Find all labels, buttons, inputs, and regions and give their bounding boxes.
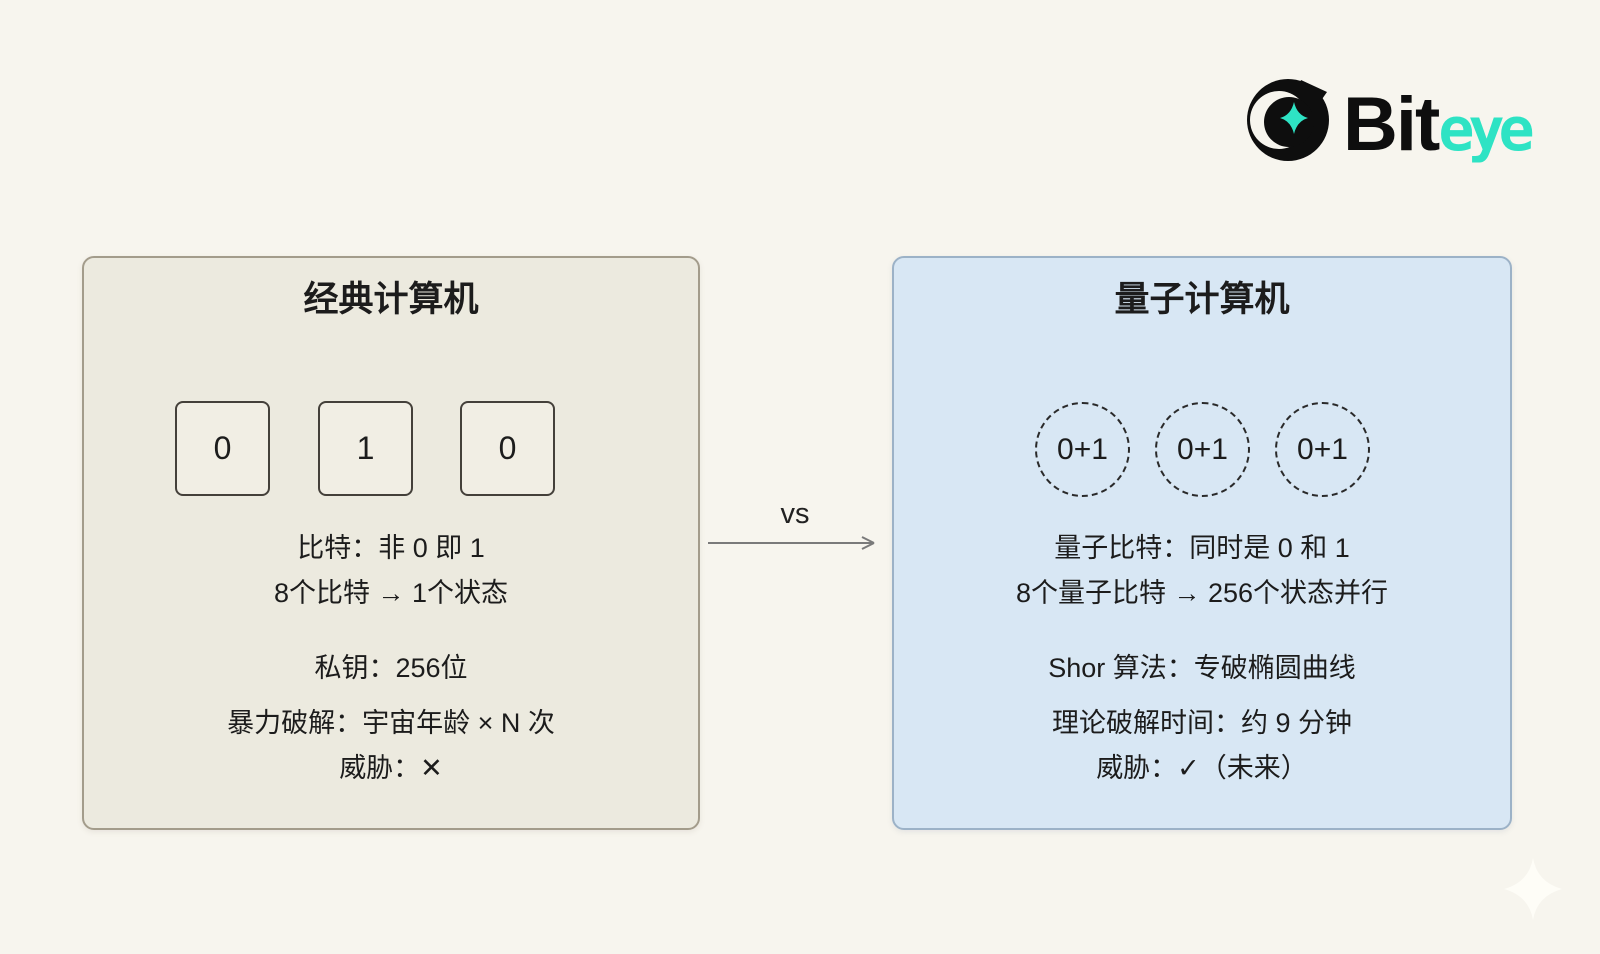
qubit-circle-1: 0+1 — [1155, 402, 1250, 497]
bit-box-1: 1 — [318, 401, 413, 496]
classical-computer-panel: 经典计算机 0 1 0 比特：非 0 即 1 8个比特 → 1个状态 私钥：25… — [82, 256, 700, 830]
quantum-computer-panel: 量子计算机 0+1 0+1 0+1 量子比特：同时是 0 和 1 8个量子比特 … — [892, 256, 1512, 830]
logo-text-eye: eye — [1438, 95, 1534, 165]
qubit-circle-0: 0+1 — [1035, 402, 1130, 497]
classical-line-bit-states: 8个比特 → 1个状态 — [273, 578, 509, 608]
quantum-line-shor: Shor 算法：专破椭圆曲线 — [1048, 653, 1356, 683]
quantum-line-qubit-states: 8个量子比特 → 256个状态并行 — [1015, 578, 1389, 608]
sparkle-icon — [1502, 856, 1564, 927]
quantum-line-break-time: 理论破解时间：约 9 分钟 — [1051, 708, 1353, 738]
biteye-logo-icon — [1243, 72, 1335, 169]
qubit-circle-2: 0+1 — [1275, 402, 1370, 497]
bit-box-0: 0 — [175, 401, 270, 496]
biteye-logo: Bit eye — [1243, 58, 1535, 173]
logo-text-bit: Bit — [1343, 82, 1440, 167]
classical-line-bit-rule: 比特：非 0 即 1 — [297, 533, 485, 563]
quantum-line-qubit-rule: 量子比特：同时是 0 和 1 — [1054, 533, 1350, 563]
quantum-panel-title: 量子计算机 — [1114, 280, 1290, 319]
classical-line-brute-force: 暴力破解：宇宙年龄 × N 次 — [227, 708, 555, 738]
classical-line-threat: 威胁：✕ — [339, 753, 443, 783]
vs-label: vs — [780, 498, 810, 530]
classical-panel-title: 经典计算机 — [303, 280, 479, 319]
classical-line-private-key: 私钥：256位 — [314, 653, 468, 683]
comparison-arrow-icon — [706, 533, 886, 558]
quantum-line-threat: 威胁：✓（未来） — [1096, 753, 1308, 783]
bit-box-2: 0 — [460, 401, 555, 496]
